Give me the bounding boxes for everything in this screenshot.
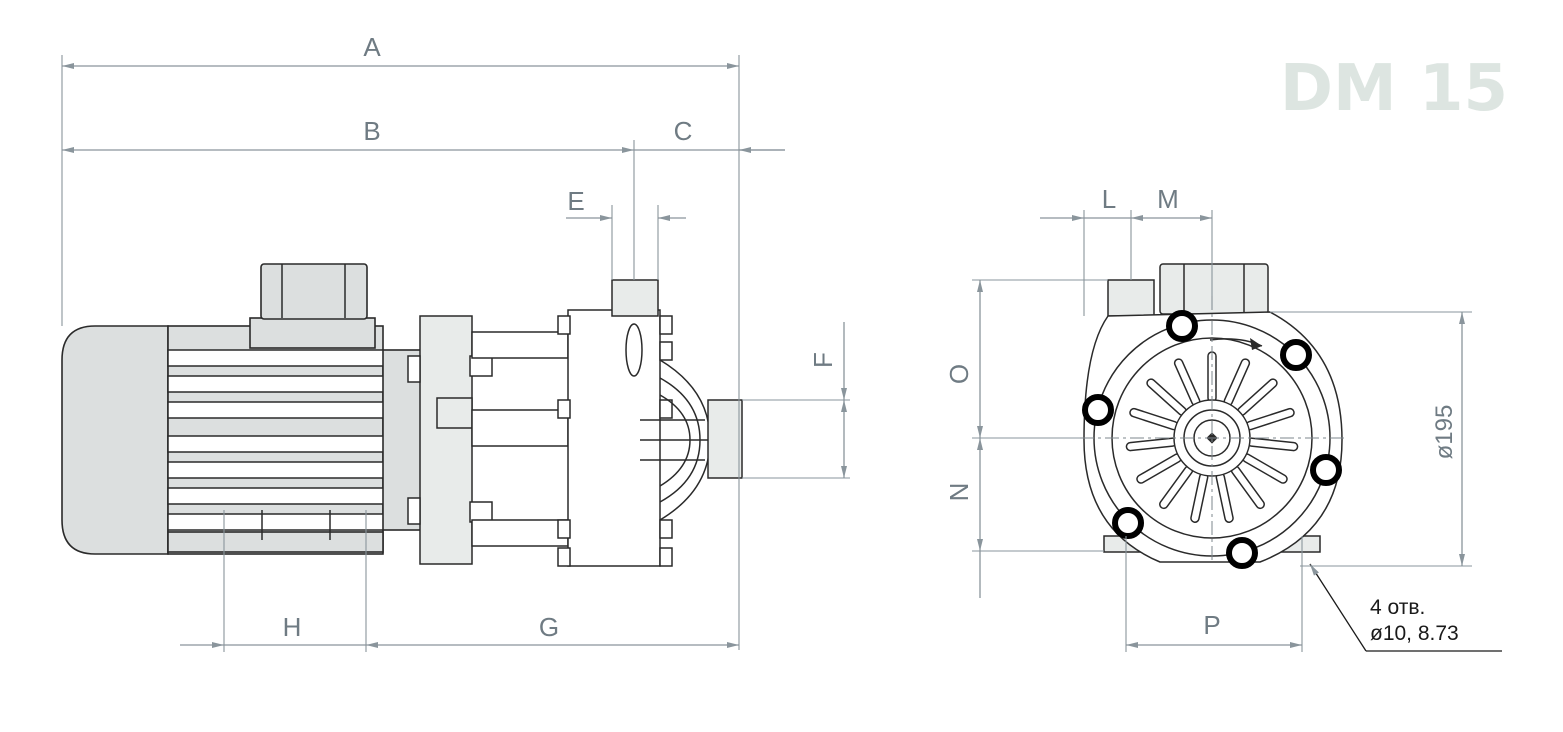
motor-foot [167,531,384,553]
bolt [407,497,421,525]
front-view [1080,263,1346,569]
bolt [469,355,493,377]
model-label: DM 15 [1280,52,1508,126]
tie-bar [471,409,569,447]
dim-label-o: O [944,364,974,384]
bolt-hole [1166,310,1198,342]
dim-label-l: L [1102,184,1116,214]
bolt-hole [1310,454,1342,486]
dim-label-p: P [1203,610,1220,640]
side-view [61,263,743,567]
holes-note-size: ø10, 8.73 [1370,622,1459,645]
tie-bar [471,331,569,359]
dim-label-g: G [539,612,559,642]
tie-bar [471,519,569,547]
dim-label-n: N [944,483,974,502]
dim-label-e: E [567,186,584,216]
front-view-dimensions: L M O N ø195 P 4 отв. ø10, 8.73 [944,184,1502,652]
bolt [407,355,421,383]
dim-label-f: F [808,352,838,368]
bolt-hole [1280,339,1312,371]
bolt-hole [1112,507,1144,539]
cooling-fins [167,349,397,531]
bolt-hole [1226,537,1258,569]
terminal-box [1159,263,1269,315]
dim-label-b: B [363,116,380,146]
inlet-port [707,399,743,479]
motor-flange [419,315,473,565]
outlet-port [1107,279,1155,317]
terminal-box [260,263,368,320]
flange-diameter-label: ø195 [1431,405,1458,460]
terminal-box-base [249,317,376,349]
bolt-hole [1082,394,1114,426]
dim-label-m: M [1157,184,1179,214]
holes-note-count: 4 отв. [1370,596,1425,619]
dim-label-c: C [674,116,693,146]
side-view-dimensions: A B C E F H G [61,32,850,652]
dim-label-a: A [363,32,381,62]
motor-fan-cover [61,325,169,555]
dim-label-h: H [283,612,302,642]
outlet-port [611,279,659,317]
bolt [469,501,493,523]
pump-casing [567,309,661,567]
